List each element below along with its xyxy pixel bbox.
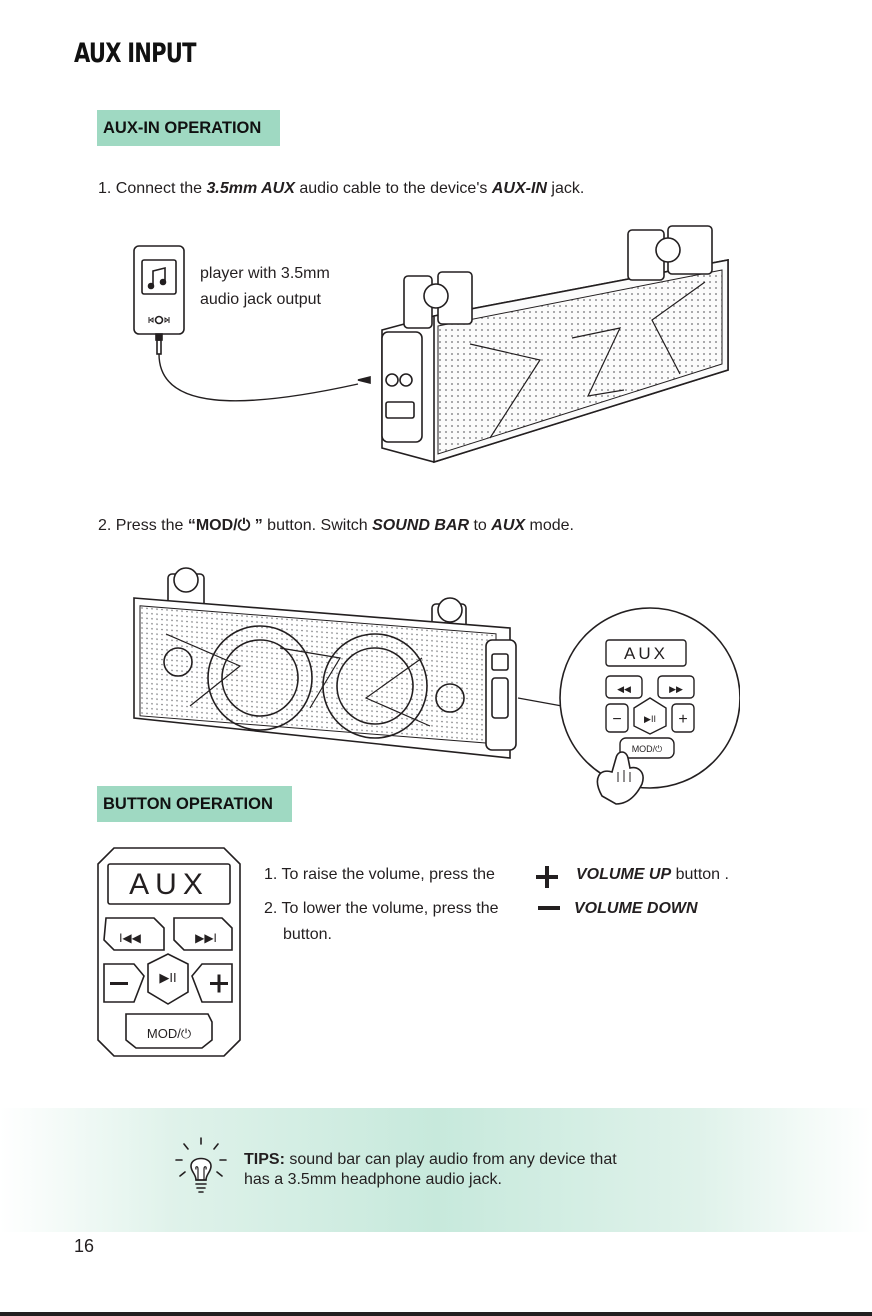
section-badge-button-operation: BUTTON OPERATION	[97, 786, 292, 822]
zoom-bubble: AUX ◀◀ ▶▶ − ▶II + MOD/⏻	[559, 607, 740, 805]
panel-display	[107, 863, 231, 905]
svg-text:−: −	[612, 711, 621, 728]
svg-text:+: +	[678, 711, 687, 728]
step-1: 1. Connect the 3.5mm AUX audio cable to …	[98, 180, 584, 198]
step-1-text-c: jack.	[551, 180, 585, 197]
sound-bar-front-icon	[133, 567, 517, 759]
volume-up-bold: VOLUME UP	[576, 866, 672, 883]
step-2-text-d: mode.	[529, 517, 574, 534]
step-1-text-b: audio cable to the device's	[299, 180, 488, 197]
step-1-bold-aux: 3.5mm AUX	[206, 180, 295, 197]
play-pause-button[interactable]: ▶II	[147, 953, 189, 1005]
aux-connection-illustration: player with 3.5mm audio jack output	[133, 225, 729, 464]
volume-up-button[interactable]	[191, 963, 233, 1003]
step-2-bold-mod: “MOD/⏻ ”	[187, 517, 263, 534]
volume-up-tail: button .	[675, 866, 729, 883]
step-1-number: 1.	[98, 180, 112, 197]
svg-text:▶II: ▶II	[159, 970, 176, 985]
svg-text:▶▶: ▶▶	[669, 684, 683, 694]
volume-down-instruction: 2. To lower the volume, press the	[264, 900, 499, 918]
svg-text:I◀◀: I◀◀	[119, 931, 142, 945]
page-number: 16	[74, 1236, 95, 1256]
svg-text:▶▶I: ▶▶I	[195, 931, 217, 945]
section-badge-aux-in: AUX-IN OPERATION	[97, 110, 280, 146]
prev-track-button[interactable]: I◀◀	[103, 917, 165, 951]
player-label-line1: player with 3.5mm	[200, 265, 330, 282]
soundbar-mode-illustration: AUX ◀◀ ▶▶ − ▶II + MOD/⏻	[133, 567, 740, 805]
plus-icon	[536, 866, 558, 888]
volume-down-button[interactable]	[103, 963, 145, 1003]
tips-label: TIPS:	[244, 1151, 285, 1168]
step-2-text-b: button. Switch	[267, 517, 368, 534]
music-player-icon	[133, 245, 371, 402]
step-2-text-a: Press the	[115, 517, 184, 534]
tips-band	[0, 1108, 872, 1232]
volume-down-tail: button.	[283, 926, 332, 943]
control-panel-illustration: AUX I◀◀ ▶▶I ▶II MOD/⏻	[97, 847, 241, 1057]
volume-up-label: VOLUME UP button .	[576, 866, 729, 884]
step-1-text-a: Connect the	[115, 180, 203, 197]
zoom-display-text: AUX	[624, 644, 668, 663]
next-track-button[interactable]: ▶▶I	[173, 917, 233, 951]
volume-down-text: 2. To lower the volume, press the	[264, 900, 499, 917]
tips-line2: has a 3.5mm headphone audio jack.	[244, 1171, 502, 1188]
sound-bar-angled-icon	[381, 225, 729, 464]
volume-up-text: 1. To raise the volume, press the	[264, 866, 495, 883]
step-2-bold-soundbar: SOUND BAR	[372, 517, 470, 534]
mod-power-button[interactable]: MOD/⏻	[125, 1013, 213, 1049]
minus-icon	[538, 906, 560, 910]
page-title: AUX INPUT	[74, 38, 196, 69]
lightbulb-icon	[175, 1137, 227, 1193]
step-2: 2. Press the “MOD/⏻ ” button. Switch SOU…	[98, 517, 574, 535]
step-2-text-c: to	[473, 517, 487, 534]
volume-down-bold: VOLUME DOWN	[574, 900, 698, 917]
step-1-bold-auxin: AUX-IN	[491, 180, 547, 197]
panel-display-text: AUX	[129, 868, 209, 901]
tips-text: TIPS: sound bar can play audio from any …	[244, 1150, 617, 1190]
zoom-mod-text: MOD/⏻	[632, 744, 663, 754]
pointing-hand-icon	[596, 751, 644, 805]
svg-text:▶II: ▶II	[644, 714, 656, 724]
step-2-bold-aux: AUX	[491, 517, 526, 534]
step-2-number: 2.	[98, 517, 112, 534]
volume-up-instruction: 1. To raise the volume, press the	[264, 866, 495, 884]
mod-power-label: MOD/⏻	[147, 1026, 191, 1041]
volume-down-label: VOLUME DOWN	[574, 900, 698, 918]
player-label-line2: audio jack output	[200, 291, 322, 308]
svg-text:◀◀: ◀◀	[617, 684, 631, 694]
bottom-rule	[0, 1312, 872, 1316]
tips-line1: sound bar can play audio from any device…	[289, 1151, 617, 1168]
